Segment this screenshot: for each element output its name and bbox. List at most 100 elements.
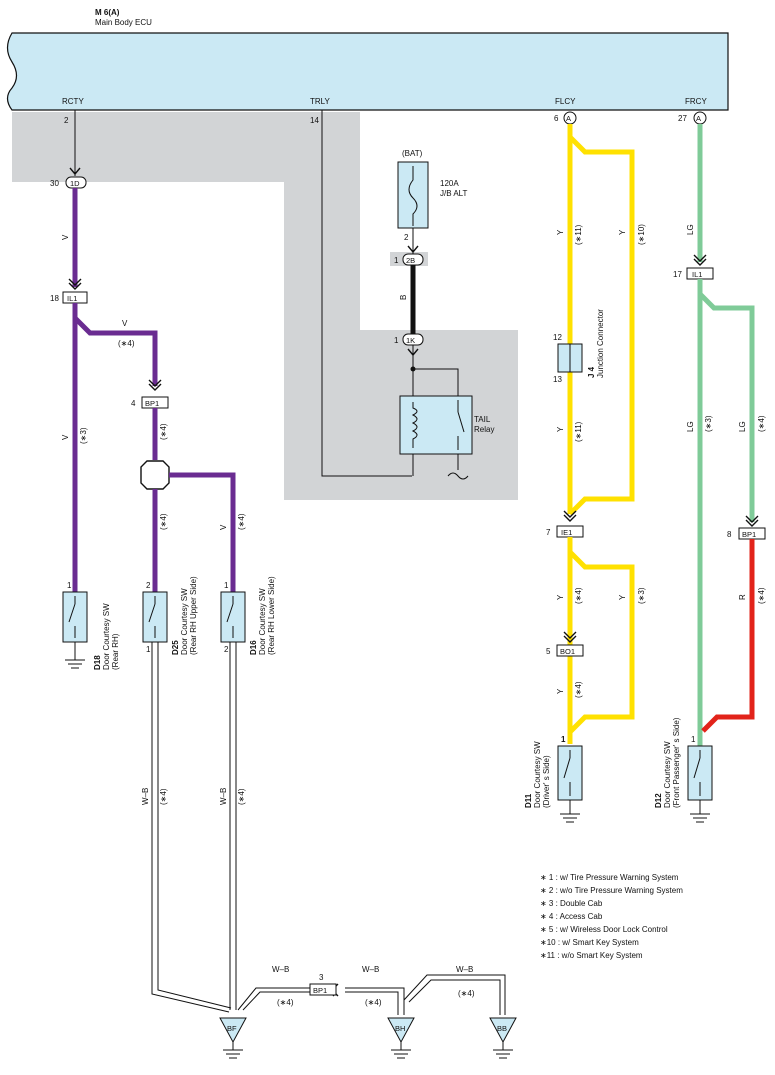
svg-text:1: 1 bbox=[67, 581, 72, 590]
svg-text:(∗4): (∗4) bbox=[277, 998, 294, 1007]
svg-text:(∗4): (∗4) bbox=[237, 788, 246, 805]
svg-text:(∗11): (∗11) bbox=[574, 421, 583, 442]
connector-ie1: IE1 bbox=[561, 528, 572, 537]
svg-text:Door Courtesy SW: Door Courtesy SW bbox=[258, 588, 267, 655]
flcy-circuit: A 6 Y (∗11) Y (∗10) 12 13 J 4 Junction C… bbox=[546, 111, 646, 744]
d18-code: D18 bbox=[93, 655, 102, 670]
svg-text:14: 14 bbox=[310, 116, 319, 125]
svg-text:120A: 120A bbox=[440, 179, 459, 188]
svg-text:1: 1 bbox=[224, 581, 229, 590]
svg-text:1: 1 bbox=[691, 735, 696, 744]
svg-text:W–B: W–B bbox=[456, 965, 473, 974]
shaded-area-left bbox=[12, 112, 518, 500]
d25-code: D25 bbox=[171, 640, 180, 655]
svg-text:2: 2 bbox=[404, 233, 409, 242]
svg-text:Y: Y bbox=[618, 229, 627, 235]
svg-text:3: 3 bbox=[319, 973, 324, 982]
svg-text:BF: BF bbox=[227, 1024, 237, 1033]
d12-code: D12 bbox=[654, 793, 663, 808]
connector-il1-right: IL1 bbox=[692, 270, 702, 279]
terminal-trly: TRLY bbox=[310, 97, 331, 106]
svg-text:Y: Y bbox=[618, 594, 627, 600]
svg-text:(∗4): (∗4) bbox=[574, 587, 583, 604]
svg-text:1: 1 bbox=[146, 645, 151, 654]
svg-text:1: 1 bbox=[394, 256, 399, 265]
svg-text:BH: BH bbox=[395, 1024, 405, 1033]
note-5: ∗ 5 : w/ Wireless Door Lock Control bbox=[540, 925, 668, 934]
note-3: ∗ 3 : Double Cab bbox=[540, 899, 603, 908]
switch-d11: 1 D11 Door Courtesy SW (Driver' s Side) bbox=[524, 735, 583, 823]
connector-bo1: BO1 bbox=[560, 647, 575, 656]
svg-text:Junction Connector: Junction Connector bbox=[596, 309, 605, 378]
svg-text:(∗4): (∗4) bbox=[237, 513, 246, 530]
svg-text:12: 12 bbox=[553, 333, 562, 342]
svg-text:W–B: W–B bbox=[272, 965, 289, 974]
connector-1k: 1K bbox=[406, 336, 415, 345]
svg-text:(Rear RH Upper Side): (Rear RH Upper Side) bbox=[189, 576, 198, 655]
d11-code: D11 bbox=[524, 793, 533, 808]
svg-text:(∗4): (∗4) bbox=[757, 587, 766, 604]
svg-text:(Rear RH Lower Side): (Rear RH Lower Side) bbox=[267, 576, 276, 655]
svg-text:2: 2 bbox=[224, 645, 229, 654]
svg-text:Relay: Relay bbox=[474, 425, 494, 434]
svg-text:BB: BB bbox=[497, 1024, 507, 1033]
svg-text:(Driver' s Side): (Driver' s Side) bbox=[542, 755, 551, 808]
svg-text:LG: LG bbox=[738, 421, 747, 432]
svg-text:TAIL: TAIL bbox=[474, 415, 491, 424]
svg-text:(∗4): (∗4) bbox=[458, 989, 475, 998]
svg-text:18: 18 bbox=[50, 294, 59, 303]
connector-2b: 2B bbox=[406, 256, 415, 265]
note-2: ∗ 2 : w/o Tire Pressure Warning System bbox=[540, 886, 683, 895]
splice-point bbox=[140, 460, 170, 490]
svg-text:W–B: W–B bbox=[141, 788, 150, 805]
svg-text:13: 13 bbox=[553, 375, 562, 384]
svg-text:Y: Y bbox=[556, 426, 565, 432]
svg-text:A: A bbox=[696, 114, 701, 123]
trly-circuit: 14 (BAT) 120A J/B ALT 2 2B 1 B 1K 1 TAIL… bbox=[310, 110, 494, 480]
d16-code: D16 bbox=[249, 640, 258, 655]
svg-text:J/B ALT: J/B ALT bbox=[440, 189, 468, 198]
svg-text:1: 1 bbox=[561, 735, 566, 744]
connector-1d: 1D bbox=[70, 179, 80, 188]
main-body-ecu: M 6(A) Main Body ECU RCTY TRLY FLCY FRCY bbox=[6, 8, 729, 111]
note-4: ∗ 4 : Access Cab bbox=[540, 912, 603, 921]
switch-d16: 1 2 D16 Door Courtesy SW (Rear RH Lower … bbox=[220, 576, 276, 655]
svg-text:A: A bbox=[566, 114, 571, 123]
svg-text:(∗3): (∗3) bbox=[79, 427, 88, 444]
svg-text:(Rear RH): (Rear RH) bbox=[111, 633, 120, 670]
svg-text:(Front Passenger' s Side): (Front Passenger' s Side) bbox=[672, 717, 681, 808]
svg-text:6: 6 bbox=[554, 114, 559, 123]
terminal-flcy: FLCY bbox=[555, 97, 576, 106]
svg-text:4: 4 bbox=[131, 399, 136, 408]
rcty-circuit: 2 1D 30 V IL1 18 V (∗3) V (∗4) BP1 4 (∗4… bbox=[50, 110, 246, 592]
svg-text:(∗11): (∗11) bbox=[574, 224, 583, 245]
frcy-circuit: A 27 LG IL1 17 LG (∗3) LG (∗4) BP1 8 R (… bbox=[673, 111, 766, 746]
svg-text:8: 8 bbox=[727, 530, 732, 539]
note-11: ∗11 : w/o Smart Key System bbox=[540, 951, 643, 960]
svg-text:2: 2 bbox=[146, 581, 151, 590]
svg-text:J 4: J 4 bbox=[587, 366, 596, 378]
svg-text:V: V bbox=[61, 434, 70, 440]
connector-bp1-right: BP1 bbox=[742, 530, 756, 539]
terminal-rcty: RCTY bbox=[62, 97, 84, 106]
svg-text:LG: LG bbox=[686, 421, 695, 432]
svg-text:Door Courtesy SW: Door Courtesy SW bbox=[533, 741, 542, 808]
svg-text:27: 27 bbox=[678, 114, 687, 123]
connector-bp1-bottom: BP1 3 bbox=[309, 973, 339, 997]
terminal-frcy: FRCY bbox=[685, 97, 707, 106]
note-1: ∗ 1 : w/ Tire Pressure Warning System bbox=[540, 873, 679, 882]
svg-text:1: 1 bbox=[394, 336, 399, 345]
svg-text:V: V bbox=[219, 524, 228, 530]
ground-wiring: W–B (∗4) W–B (∗4) W–B (∗4) W–B (∗4) W–B … bbox=[141, 642, 506, 1015]
svg-text:5: 5 bbox=[546, 647, 551, 656]
svg-text:B: B bbox=[399, 295, 408, 300]
svg-text:(∗4): (∗4) bbox=[159, 788, 168, 805]
svg-text:30: 30 bbox=[50, 179, 59, 188]
svg-text:(∗3): (∗3) bbox=[637, 587, 646, 604]
svg-text:(∗4): (∗4) bbox=[365, 998, 382, 1007]
switch-d25: 2 1 D25 Door Courtesy SW (Rear RH Upper … bbox=[142, 576, 198, 655]
ecu-name: Main Body ECU bbox=[95, 18, 152, 27]
svg-text:BP1: BP1 bbox=[313, 986, 327, 995]
tail-relay bbox=[399, 395, 473, 455]
note-10: ∗10 : w/ Smart Key System bbox=[540, 938, 639, 947]
